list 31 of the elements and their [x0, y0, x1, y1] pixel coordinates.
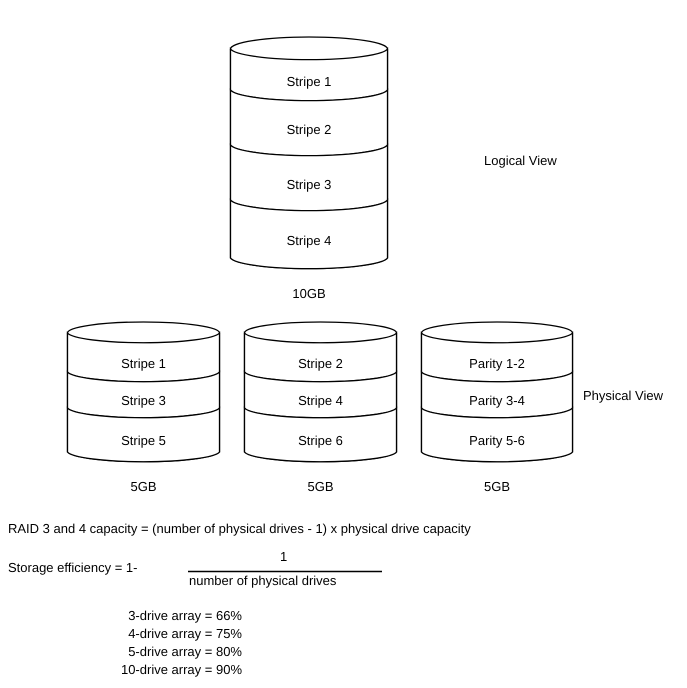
disk-cylinder: [244, 322, 397, 463]
capacity-label: 5GB: [129, 479, 158, 494]
stripe-band: Stripe 4: [230, 200, 388, 270]
stripe-band: Stripe 3: [67, 372, 220, 419]
capacity-label: 5GB: [482, 479, 511, 494]
disk-cylinder: [230, 37, 388, 270]
disk-cylinder: [421, 322, 573, 463]
formula-text: Storage efficiency = 1-: [8, 560, 138, 575]
efficiency-text: 5-drive array = 80%: [128, 644, 242, 659]
stripe-band: Stripe 6: [244, 408, 397, 463]
capacity-label: 5GB: [306, 479, 334, 494]
formula-text: RAID 3 and 4 capacity = (number of physical drives - 1) x physical drive capacity: [8, 521, 471, 536]
stripe-band: Stripe 5: [67, 408, 220, 463]
efficiency-text: 3-drive array = 66%: [128, 608, 242, 623]
efficiency-text: 4-drive array = 75%: [128, 626, 242, 641]
view-label: Logical View: [484, 153, 557, 168]
capacity-label: 10GB: [291, 286, 327, 301]
stripe-band: Stripe 1: [230, 49, 388, 102]
stripe-band: Stripe 4: [244, 372, 397, 419]
view-label: Physical View: [583, 388, 663, 403]
disk-cylinder: [67, 322, 220, 463]
stripe-band: Stripe 2: [230, 90, 388, 157]
efficiency-text: 10-drive array = 90%: [120, 662, 242, 677]
stripe-band: Parity 3-4: [421, 372, 573, 419]
stripe-band: Parity 5-6: [421, 408, 573, 463]
fraction-denominator: number of physical drives: [189, 573, 336, 588]
stripe-band: Stripe 1: [67, 333, 220, 383]
stripe-band: Stripe 3: [230, 145, 388, 212]
fraction-numerator: 1: [280, 549, 288, 564]
stripe-band: Stripe 2: [244, 333, 397, 383]
stripe-band: Parity 1-2: [421, 333, 573, 383]
